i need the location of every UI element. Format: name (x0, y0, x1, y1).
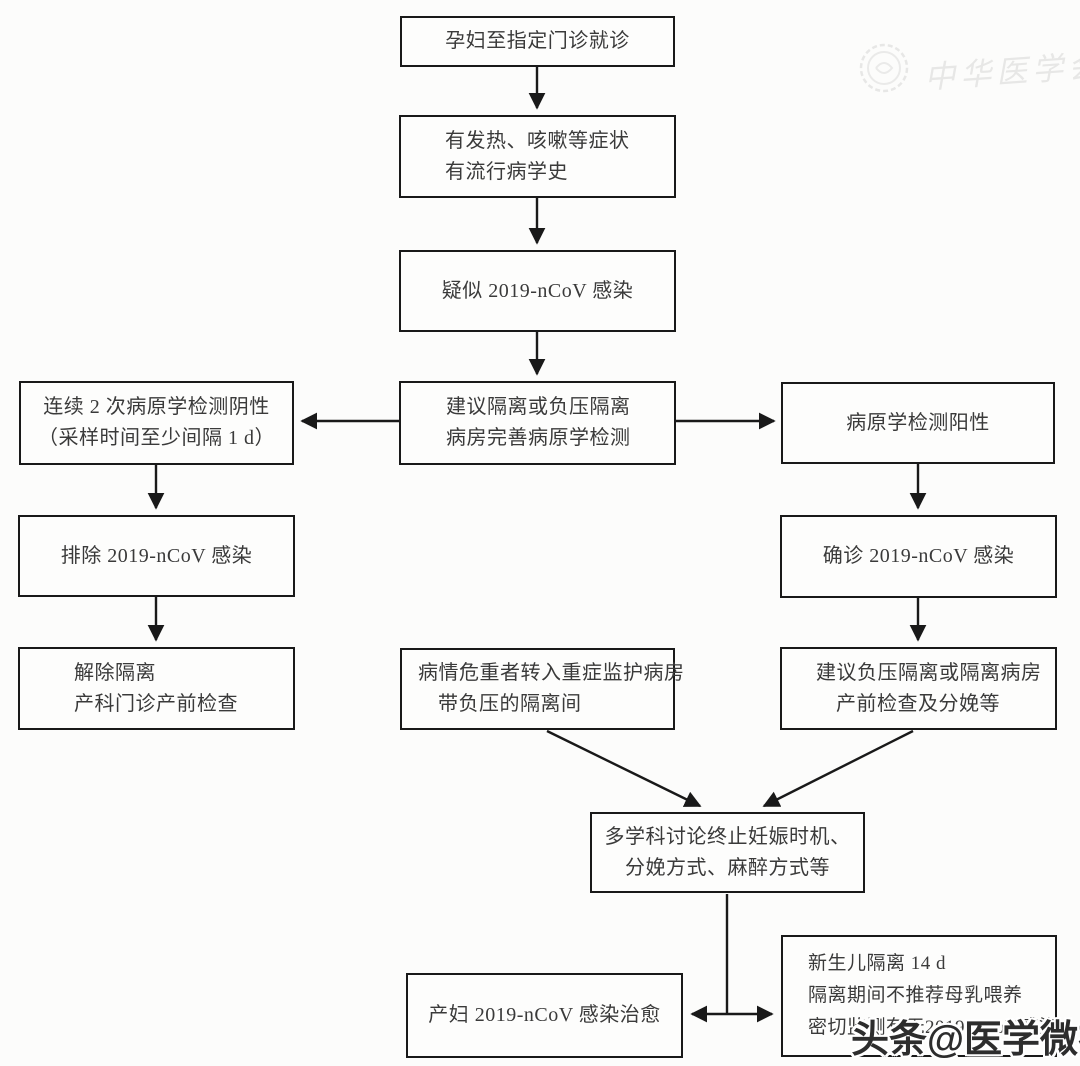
node-symptoms-history: 有发热、咳嗽等症状 有流行病学史 (399, 115, 676, 198)
node-text: 新生儿隔离 14 d (808, 953, 947, 974)
node-text: 建议负压隔离或隔离病房 (816, 661, 1042, 684)
node-release-isolation: 解除隔离 产科门诊产前检查 (18, 647, 295, 730)
node-text: （采样时间至少间隔 1 d） (38, 427, 275, 449)
node-text: 确诊 2019-nCoV 感染 (822, 545, 1015, 567)
node-text: 多学科讨论终止妊娠时机、 (604, 825, 851, 848)
node-text: 密切监测有无2019-nCoV感染 (808, 1017, 1059, 1038)
node-text: 病原学检测阳性 (846, 411, 990, 434)
node-text: 解除隔离 (74, 661, 156, 684)
node-newborn-isolation: 新生儿隔离 14 d 隔离期间不推荐母乳喂养 密切监测有无2019-nCoV感染 (781, 935, 1059, 1057)
node-text: 疑似 2019-nCoV 感染 (441, 279, 634, 302)
node-text: 病情危重者转入重症监护病房 (418, 662, 685, 684)
node-positive-test: 病原学检测阳性 (781, 382, 1055, 464)
node-text: 病房完善病原学检测 (446, 427, 631, 449)
node-text: 有发热、咳嗽等症状 (445, 129, 630, 152)
node-negative-tests: 连续 2 次病原学检测阴性 （采样时间至少间隔 1 d） (19, 381, 294, 465)
node-text: 分娩方式、麻醉方式等 (625, 856, 830, 879)
node-critical-icu: 病情危重者转入重症监护病房 带负压的隔离间 (400, 648, 685, 730)
node-confirmed-infection: 确诊 2019-nCoV 感染 (780, 515, 1057, 598)
node-isolation-testing: 建议隔离或负压隔离 病房完善病原学检测 (399, 381, 676, 465)
node-text: 建议隔离或负压隔离 (446, 396, 631, 418)
node-pregnant-woman-visit: 孕妇至指定门诊就诊 (400, 16, 675, 67)
node-text: 孕妇至指定门诊就诊 (445, 30, 630, 52)
node-text: 产妇 2019-nCoV 感染治愈 (428, 1004, 661, 1026)
node-text: 连续 2 次病原学检测阴性 (43, 396, 270, 418)
node-mother-cured: 产妇 2019-nCoV 感染治愈 (406, 973, 683, 1058)
credit-watermark: 头条@医学微视 (851, 1019, 1080, 1061)
node-text: 带负压的隔离间 (438, 693, 582, 715)
node-text: 产前检查及分娩等 (836, 692, 1000, 715)
node-negative-pressure-ward: 建议负压隔离或隔离病房 产前检查及分娩等 (780, 647, 1057, 730)
node-text: 隔离期间不推荐母乳喂养 (808, 985, 1023, 1006)
node-text: 产科门诊产前检查 (74, 692, 238, 715)
cma-seal-icon (859, 43, 909, 93)
cma-logo-text: 中华医学会 (923, 47, 1080, 95)
node-text: 有流行病学史 (445, 160, 568, 183)
node-multidisciplinary-discussion: 多学科讨论终止妊娠时机、 分娩方式、麻醉方式等 (590, 812, 865, 893)
node-suspected-infection: 疑似 2019-nCoV 感染 (399, 250, 676, 332)
cma-logo-watermark: 中华医学会 (858, 36, 1080, 100)
node-text: 排除 2019-nCoV 感染 (60, 544, 253, 567)
node-infection-excluded: 排除 2019-nCoV 感染 (18, 515, 295, 597)
